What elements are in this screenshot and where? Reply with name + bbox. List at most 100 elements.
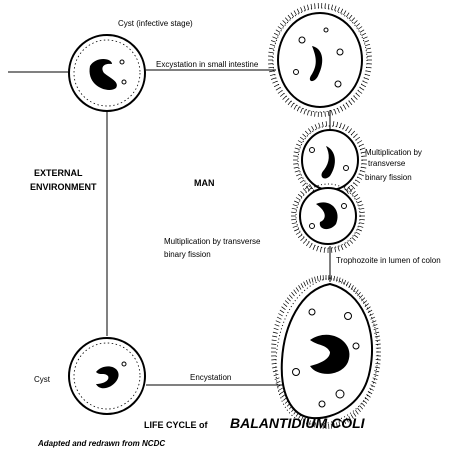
- cilium: [344, 280, 346, 285]
- cilium: [309, 279, 311, 284]
- title-prefix: LIFE CYCLE of: [144, 420, 208, 430]
- cilium: [325, 112, 326, 117]
- cilium: [296, 198, 300, 201]
- label-excystation: Excystation in small intestine: [156, 60, 259, 69]
- cilium: [351, 99, 354, 103]
- cilium: [298, 177, 302, 180]
- cilium: [374, 328, 379, 330]
- cilium: [331, 111, 332, 116]
- cilium: [354, 183, 358, 186]
- cilium: [357, 201, 362, 203]
- cilium: [296, 287, 299, 291]
- cilium: [338, 246, 340, 251]
- cilium: [295, 171, 300, 173]
- cilium: [289, 295, 292, 299]
- cilium: [288, 15, 291, 19]
- cilium: [358, 205, 363, 207]
- cilium: [297, 107, 299, 112]
- cilium: [344, 11, 347, 15]
- cilium: [312, 278, 313, 283]
- dividing-trophozoite-lower: [296, 184, 360, 248]
- cyst-bottom: [69, 338, 145, 414]
- cilium: [369, 314, 373, 317]
- cilium: [349, 128, 352, 132]
- cilium: [283, 96, 287, 100]
- cilium: [343, 124, 345, 128]
- cilium: [349, 240, 352, 244]
- cilium: [298, 194, 302, 197]
- cilium: [317, 246, 319, 251]
- cilium: [298, 235, 302, 238]
- trophozoite-top: [273, 8, 367, 112]
- cilium: [356, 180, 360, 183]
- cilium: [358, 226, 363, 228]
- cilium: [315, 277, 316, 282]
- cilium: [358, 292, 361, 296]
- cilium: [287, 298, 291, 302]
- cilium: [351, 18, 354, 22]
- cilium: [341, 9, 343, 14]
- cilium: [326, 121, 327, 126]
- cilium: [294, 290, 297, 294]
- label-man: MAN: [194, 178, 215, 188]
- cilium: [269, 52, 274, 53]
- cilium: [364, 78, 369, 80]
- cilium: [300, 180, 304, 183]
- cilium: [270, 74, 275, 75]
- cilium: [269, 67, 274, 68]
- cilium: [365, 44, 370, 45]
- cilium: [301, 108, 303, 113]
- cilium: [324, 248, 325, 253]
- cilium: [372, 321, 377, 323]
- cilium: [363, 81, 368, 83]
- cilium: [369, 388, 373, 391]
- cilium: [306, 242, 309, 246]
- cilium: [363, 400, 367, 403]
- cilium: [285, 18, 288, 22]
- cilium: [359, 208, 364, 209]
- cilium: [365, 74, 370, 75]
- cilium: [331, 248, 332, 253]
- label-cyst-infective: Cyst (infective stage): [118, 19, 193, 28]
- cilium: [344, 244, 347, 248]
- cilium: [301, 237, 305, 240]
- cilium: [296, 232, 300, 235]
- cilium: [274, 328, 279, 330]
- cilium: [282, 307, 286, 310]
- cilium: [355, 410, 358, 414]
- cilium: [338, 7, 340, 12]
- cilium: [349, 101, 352, 105]
- cilium: [331, 275, 332, 280]
- cilium: [362, 164, 367, 165]
- cilium: [280, 23, 284, 26]
- cilium: [331, 5, 332, 10]
- cilium: [359, 174, 364, 176]
- cilium: [313, 245, 315, 250]
- cilium: [366, 48, 371, 49]
- cilium: [294, 201, 299, 203]
- cilium: [271, 344, 276, 345]
- cilium: [308, 128, 311, 132]
- cilium: [346, 103, 349, 107]
- cilium: [275, 324, 280, 326]
- cilium: [346, 13, 349, 17]
- cilium: [362, 84, 366, 86]
- cilium: [373, 324, 378, 326]
- cilium: [307, 111, 308, 116]
- cilium: [358, 177, 362, 180]
- cilium: [358, 27, 362, 30]
- cilium: [273, 332, 278, 333]
- cilium: [315, 112, 316, 117]
- cilium: [354, 134, 358, 137]
- cilium: [375, 367, 380, 368]
- cilium: [352, 191, 356, 194]
- cilium: [303, 189, 306, 193]
- cilium: [374, 371, 379, 372]
- cilium: [283, 304, 287, 307]
- label-external-environment-2: ENVIRONMENT: [30, 182, 97, 192]
- cilium: [276, 30, 280, 33]
- cilium: [270, 44, 275, 45]
- cilium: [291, 212, 296, 213]
- cilium: [280, 93, 284, 96]
